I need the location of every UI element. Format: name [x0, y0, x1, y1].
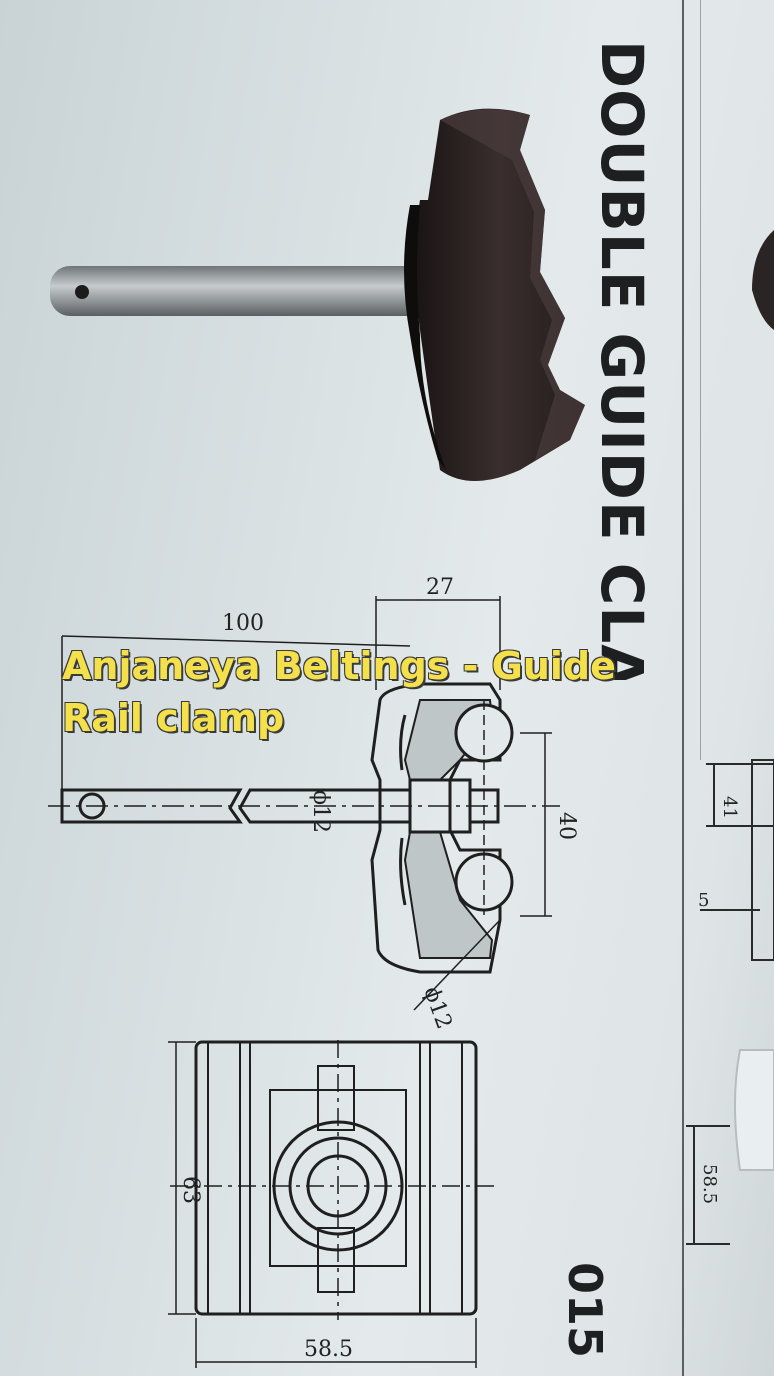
product-photo	[50, 108, 585, 482]
page-number: 015	[558, 1262, 612, 1359]
side-dim-2: 5	[698, 890, 709, 911]
dim-bottom-height: 63	[178, 1176, 203, 1204]
adjacent-product-partial	[686, 230, 774, 1245]
dim-width-top: 27	[426, 575, 454, 600]
dim-bottom-width: 58.5	[304, 1337, 353, 1362]
frame-line	[682, 0, 684, 1376]
dim-length: 100	[222, 611, 264, 636]
frame-line-right	[700, 0, 701, 760]
side-dim-1: 41	[719, 796, 740, 819]
dim-roller-diameter: ϕ12	[418, 984, 456, 1033]
side-view-drawing	[48, 596, 560, 1011]
dim-shaft-diameter: ϕ12	[308, 790, 333, 833]
dim-roller-spacing: 40	[554, 812, 579, 840]
product-title: DOUBLE GUIDE CLAMP	[588, 40, 656, 680]
side-dim-3: 58.5	[699, 1164, 720, 1204]
overlay-caption: Anjaneya Beltings - Guide Rail clamp	[62, 644, 616, 740]
bottom-view-drawing	[168, 1040, 500, 1368]
